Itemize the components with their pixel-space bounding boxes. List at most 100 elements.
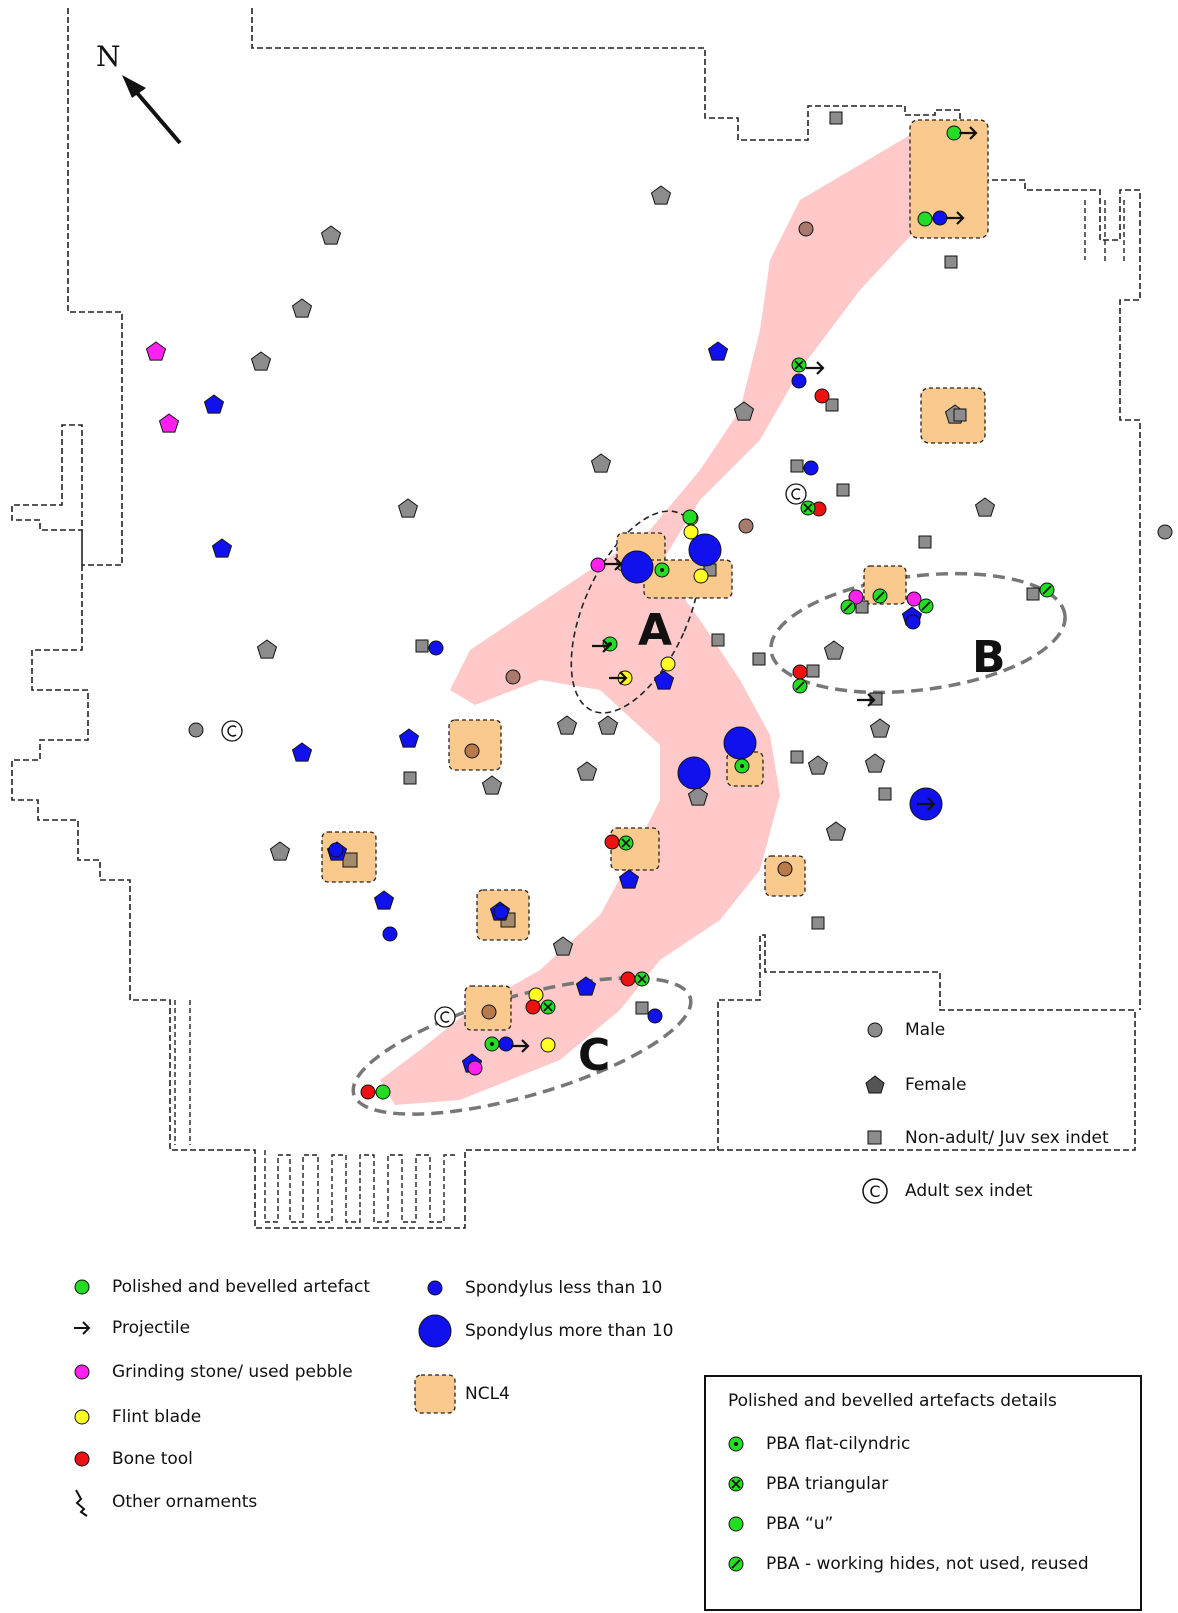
zone-label-b: B xyxy=(972,632,1006,683)
burial-juvenile xyxy=(918,535,932,549)
north-arrow: N xyxy=(96,40,182,145)
burial-female xyxy=(864,753,886,773)
legend-adult-label: Adult sex indet xyxy=(905,1181,1033,1201)
burial-juvenile xyxy=(878,787,892,801)
adult-indet-ring xyxy=(434,1006,456,1028)
burial-juvenile xyxy=(836,483,850,497)
pba-x-stroke xyxy=(543,1002,553,1012)
legend-ornament-label: Other ornaments xyxy=(112,1492,258,1512)
pba-detail-tri-label: PBA triangular xyxy=(766,1474,889,1494)
grinding-stone xyxy=(590,557,606,573)
green-dot-icon xyxy=(74,1279,90,1295)
grinding-stone xyxy=(848,589,864,605)
burial-female xyxy=(869,718,891,738)
zone-b-outline xyxy=(769,571,1067,695)
burial-female-spondylus xyxy=(653,670,675,690)
bone-tool xyxy=(814,388,830,404)
legend-spondylus-large: Spondylus more than 10 xyxy=(405,1314,674,1348)
pba-slash-stroke xyxy=(843,602,853,612)
legend-spondylus-large-label: Spondylus more than 10 xyxy=(465,1321,674,1341)
pba-slash-stroke xyxy=(1042,585,1052,595)
zone-label-a: A xyxy=(638,605,672,656)
legend-pba: Polished and bevelled artefact xyxy=(52,1272,370,1302)
burial-juvenile xyxy=(825,398,839,412)
legend-juv-label: Non-adult/ Juv sex indet xyxy=(905,1128,1109,1148)
square-icon xyxy=(867,1130,882,1145)
burial-female xyxy=(590,453,612,473)
pba-u xyxy=(917,211,933,227)
projectile-arrow-icon xyxy=(74,1321,91,1335)
projectile-marker xyxy=(511,1039,530,1053)
projectile-marker xyxy=(857,693,876,707)
burial-male xyxy=(188,722,204,738)
burial-female xyxy=(974,497,996,517)
spondylus-large xyxy=(620,550,654,584)
burial-female xyxy=(807,755,829,775)
spondylus-small xyxy=(493,904,509,920)
site-outline-left-teeth xyxy=(174,1000,191,1145)
svg-text:C: C xyxy=(869,1182,880,1201)
burial-markers xyxy=(145,111,1173,1073)
pba-u xyxy=(946,125,962,141)
adult-indet-c xyxy=(791,488,801,500)
legend-spondylus-small: Spondylus less than 10 xyxy=(405,1273,662,1303)
projectile-marker xyxy=(917,797,936,811)
legend-spondylus-small-label: Spondylus less than 10 xyxy=(465,1278,663,1298)
pba-dot-center xyxy=(490,1042,494,1046)
artefact-markers xyxy=(328,125,1055,1100)
red-dot-icon xyxy=(74,1451,90,1467)
pba-flat-icon xyxy=(728,1436,744,1452)
burial-adult-indet xyxy=(434,1006,456,1028)
spondylus-small xyxy=(791,373,807,389)
burial-male xyxy=(464,743,480,759)
burial-female-spondylus xyxy=(707,341,729,361)
pba-x-stroke xyxy=(621,838,631,848)
projectile-head xyxy=(956,211,965,225)
adult-indet-c xyxy=(227,725,237,737)
burial-female xyxy=(250,351,272,371)
burial-male xyxy=(777,861,793,877)
zone-a-outline xyxy=(570,510,702,714)
projectile-marker xyxy=(604,557,623,571)
legend-flint-label: Flint blade xyxy=(112,1407,202,1427)
pba-slash-stroke xyxy=(921,601,931,611)
burial-female xyxy=(320,225,342,245)
burial-juvenile xyxy=(342,852,358,868)
burial-female xyxy=(576,761,598,781)
burial-female xyxy=(823,640,845,660)
pba-dot-center xyxy=(660,568,664,572)
pba-detail-flat: PBA flat-cilyndric xyxy=(706,1429,910,1459)
burial-female-grinding xyxy=(158,413,180,433)
legend-adult: C Adult sex indet xyxy=(845,1176,1033,1206)
burial-juvenile xyxy=(752,652,766,666)
legend-ncl4-label: NCL4 xyxy=(465,1384,510,1404)
bone-tool xyxy=(604,834,620,850)
legend-grinding-label: Grinding stone/ used pebble xyxy=(112,1362,353,1382)
legend-juv: Non-adult/ Juv sex indet xyxy=(845,1123,1109,1153)
zigzag-ornament-icon xyxy=(75,1489,88,1517)
legend-projectile: Projectile xyxy=(52,1313,190,1343)
burial-female xyxy=(397,498,419,518)
burial-juvenile xyxy=(829,111,843,125)
burial-female-spondylus xyxy=(398,728,420,748)
projectile-head xyxy=(867,693,876,707)
bone-tool xyxy=(525,999,541,1015)
burial-female xyxy=(556,715,578,735)
projectile-marker xyxy=(959,126,978,140)
legend-projectile-label: Projectile xyxy=(112,1318,191,1338)
pba-detail-flat-label: PBA flat-cilyndric xyxy=(766,1434,911,1454)
spondylus-small xyxy=(647,1008,663,1024)
adult-indet-c xyxy=(440,1011,450,1023)
legend-ncl4: NCL4 xyxy=(405,1374,510,1414)
projectile-marker xyxy=(609,671,628,685)
burial-female xyxy=(481,775,503,795)
site-outline xyxy=(11,8,1136,1229)
pba-u xyxy=(375,1084,391,1100)
burial-juvenile xyxy=(790,750,804,764)
pba-details-title: Polished and bevelled artefacts details xyxy=(728,1391,1057,1411)
projectile-marker xyxy=(946,211,965,225)
burial-juvenile xyxy=(811,916,825,930)
site-outline-right-teeth xyxy=(1084,200,1125,262)
